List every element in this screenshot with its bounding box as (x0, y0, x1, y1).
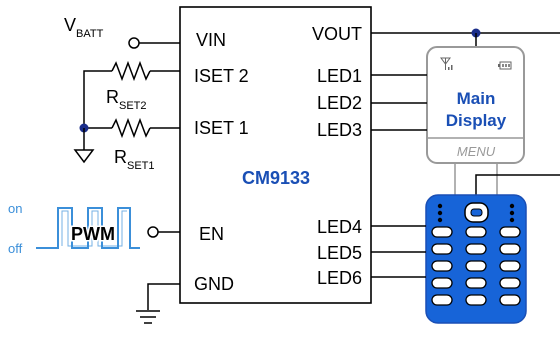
rset1-resistor (111, 117, 151, 139)
keypad-key (431, 243, 453, 255)
keypad-key (465, 226, 487, 238)
keypad-key (499, 243, 521, 255)
pin-led6-label: LED6 (317, 268, 362, 288)
pwm-waveform (36, 207, 140, 249)
rset2-wire (83, 70, 112, 128)
pin-vout-label: VOUT (312, 24, 362, 44)
chip-name: CM9133 (242, 168, 310, 188)
display-title-line1: Main (457, 89, 496, 108)
pwm-label: PWM (71, 224, 115, 244)
keypad-key (431, 226, 453, 238)
keypad-body (425, 194, 527, 324)
keypad-key (431, 294, 453, 306)
pin-gnd-label: GND (194, 274, 234, 294)
keypad-key (465, 294, 487, 306)
main-display (426, 46, 525, 164)
keypad-key (431, 277, 453, 289)
keypad-dots-left (437, 203, 443, 223)
keypad-key (499, 294, 521, 306)
keypad-key (465, 277, 487, 289)
pin-led4-label: LED4 (317, 217, 362, 237)
pin-led2-label: LED2 (317, 93, 362, 113)
keypad-key (431, 260, 453, 272)
rset1-label: RSET1 (114, 147, 155, 172)
keypad-key (499, 260, 521, 272)
keypad-key (465, 243, 487, 255)
keypad-dots-right (509, 203, 515, 223)
keypad-keys (431, 226, 521, 306)
vbatt-terminal (128, 37, 140, 49)
chip-body (179, 6, 372, 304)
keypad-supply-wire (475, 174, 560, 196)
pin-iset1-label: ISET 1 (194, 118, 249, 138)
keypad-key (465, 260, 487, 272)
vbatt-label: VBATT (64, 15, 104, 40)
keypad-nav-inner (470, 208, 483, 217)
keypad-key (499, 226, 521, 238)
pwm-off-label: off (8, 241, 23, 256)
signal-icon (440, 57, 453, 70)
display-title-line2: Display (446, 111, 507, 130)
keypad-key (499, 277, 521, 289)
pwm-waveform-inner (61, 210, 127, 247)
rset-ground-symbol (73, 149, 95, 164)
rset2-resistor (111, 60, 151, 82)
pwm-on-label: on (8, 201, 22, 216)
en-terminal (147, 226, 159, 238)
gnd-wire (147, 283, 180, 310)
pin-iset2-label: ISET 2 (194, 66, 249, 86)
rset2-label: RSET2 (106, 87, 147, 112)
pin-vin-label: VIN (196, 30, 226, 50)
battery-icon (498, 61, 512, 70)
pin-en-label: EN (199, 224, 224, 244)
display-menu-label: MENU (457, 144, 496, 159)
pin-led5-label: LED5 (317, 243, 362, 263)
pin-led3-label: LED3 (317, 120, 362, 140)
pin-led1-label: LED1 (317, 66, 362, 86)
